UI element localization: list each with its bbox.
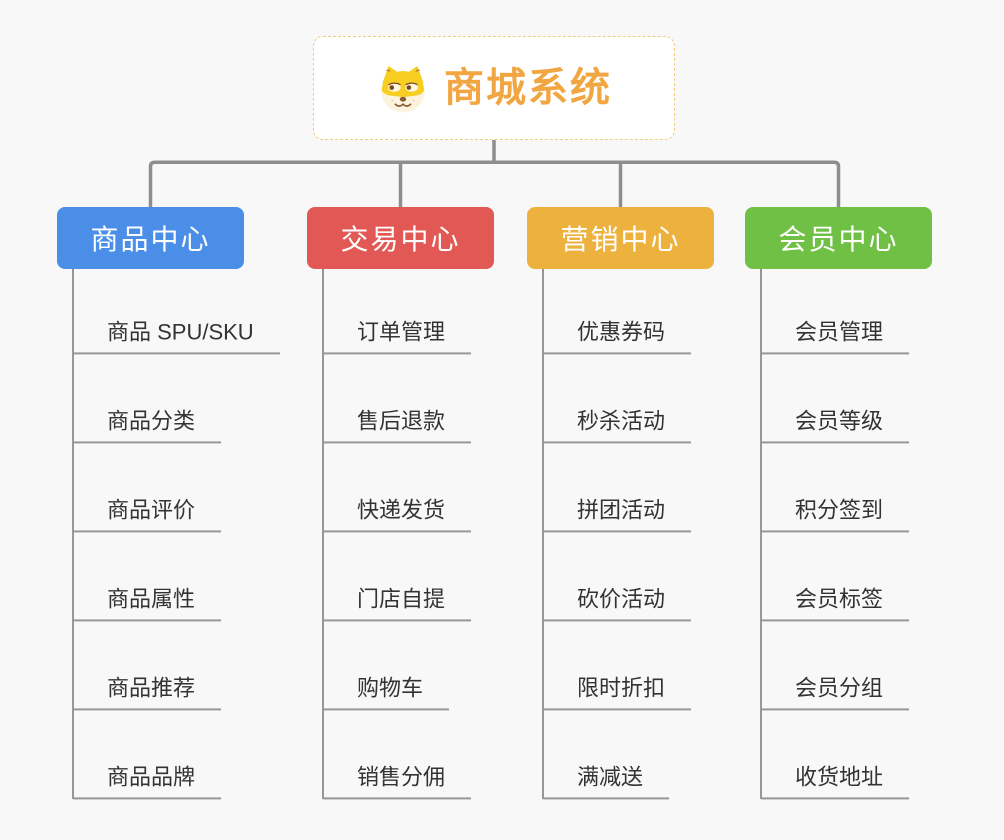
topic-item[interactable]: 积分签到: [761, 496, 910, 532]
branch-trunk-line: [760, 269, 762, 799]
root-title: 商城系统: [444, 66, 612, 110]
topic-item[interactable]: 销售分佣: [323, 763, 472, 799]
topic-item[interactable]: 商品 SPU/SKU: [73, 318, 280, 354]
branch-trunk-line: [322, 269, 324, 799]
branch-header-trade[interactable]: 交易中心: [307, 207, 494, 269]
topic-item[interactable]: 售后退款: [323, 407, 472, 443]
root-node[interactable]: 商城系统: [313, 36, 675, 140]
topic-item[interactable]: 商品品牌: [73, 763, 222, 799]
topic-item[interactable]: 购物车: [323, 674, 450, 710]
topic-item[interactable]: 商品推荐: [73, 674, 222, 710]
topic-item[interactable]: 满减送: [543, 763, 670, 799]
topic-item[interactable]: 商品属性: [73, 585, 222, 621]
branch-header-product[interactable]: 商品中心: [57, 207, 244, 269]
topic-item[interactable]: 优惠券码: [543, 318, 692, 354]
topic-item[interactable]: 收货地址: [761, 763, 910, 799]
topic-item[interactable]: 会员等级: [761, 407, 910, 443]
topic-item[interactable]: 拼团活动: [543, 496, 692, 532]
branch-header-member[interactable]: 会员中心: [745, 207, 932, 269]
branch-product-center: 商品中心 商品 SPU/SKU 商品分类商品评价商品属性商品推荐商品品牌: [57, 207, 280, 799]
topic-item[interactable]: 砍价活动: [543, 585, 692, 621]
shiba-dog-icon: [381, 65, 425, 113]
topic-item[interactable]: 会员管理: [761, 318, 910, 354]
branch-trunk-line: [72, 269, 74, 799]
branch-marketing-center: 营销中心 优惠券码秒杀活动拼团活动砍价活动限时折扣满减送: [527, 207, 714, 799]
topic-item[interactable]: 订单管理: [323, 318, 472, 354]
branch-trunk-line: [542, 269, 544, 799]
branch-header-marketing[interactable]: 营销中心: [527, 207, 714, 269]
topic-item[interactable]: 限时折扣: [543, 674, 692, 710]
topic-item[interactable]: 会员标签: [761, 585, 910, 621]
topic-item[interactable]: 快递发货: [323, 496, 472, 532]
topic-item[interactable]: 会员分组: [761, 674, 910, 710]
branch-trade-center: 交易中心 订单管理售后退款快递发货门店自提购物车销售分佣: [307, 207, 494, 799]
topic-item[interactable]: 门店自提: [323, 585, 472, 621]
topic-item[interactable]: 商品分类: [73, 407, 222, 443]
topic-item[interactable]: 秒杀活动: [543, 407, 692, 443]
branch-member-center: 会员中心 会员管理会员等级积分签到会员标签会员分组收货地址: [745, 207, 932, 799]
branch-bus-line: [148, 160, 841, 207]
topic-item[interactable]: 商品评价: [73, 496, 222, 532]
